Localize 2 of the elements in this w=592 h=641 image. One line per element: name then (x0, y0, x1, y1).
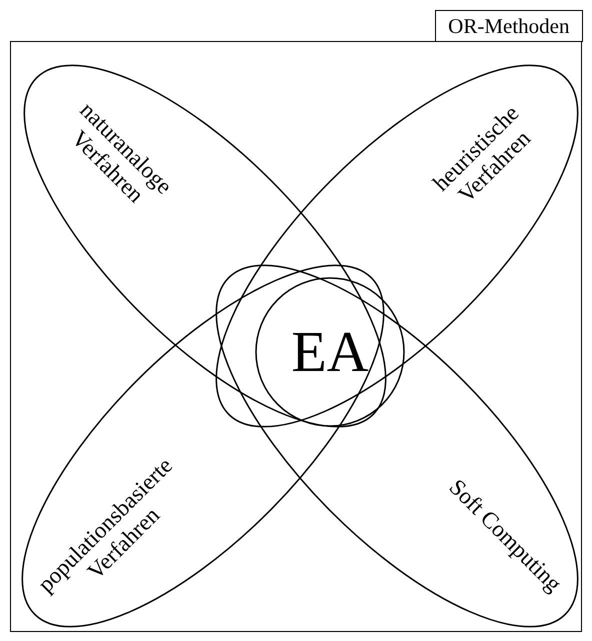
tab-label: OR-Methoden (435, 10, 582, 42)
center-label: EA (290, 320, 370, 384)
